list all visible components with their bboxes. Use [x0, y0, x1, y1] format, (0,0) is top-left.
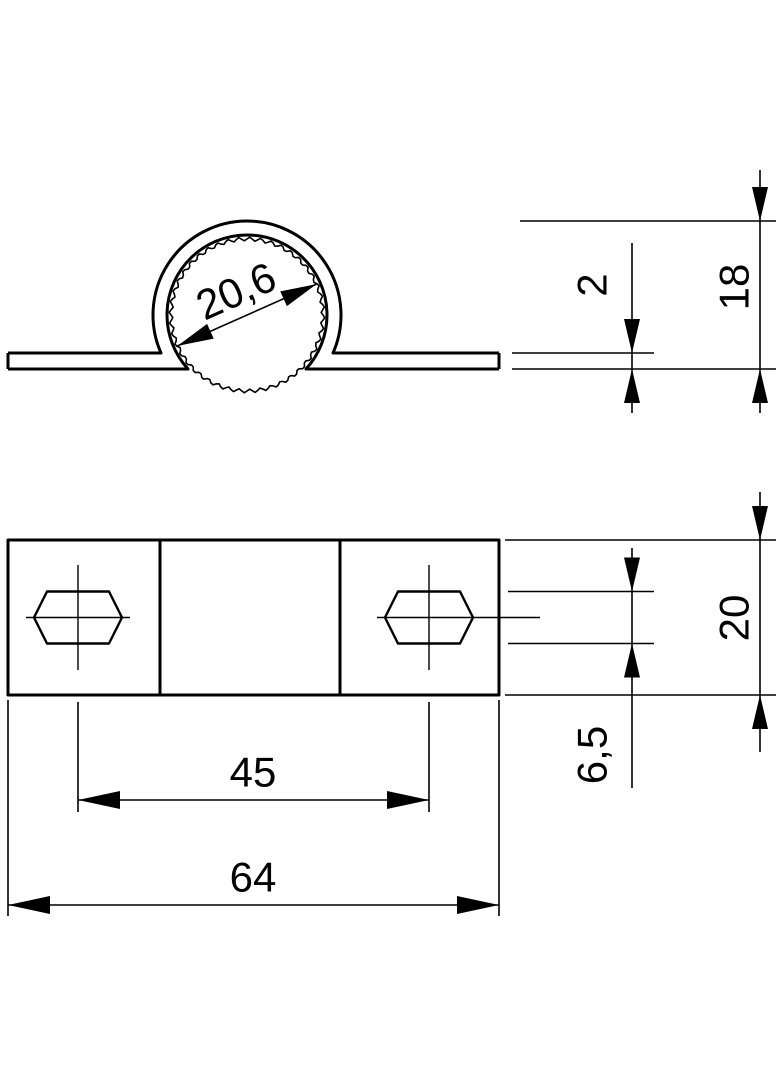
clamp-inner-profile: [8, 233, 499, 371]
slot-centerlines-right: [377, 565, 540, 670]
hole-spacing-label: 45: [230, 749, 277, 796]
plan-view-dimensions: 20 6,5 45 64: [7, 492, 776, 916]
arrowhead-icon: [752, 369, 768, 403]
arrowhead-icon: [624, 369, 640, 403]
height-label: 18: [711, 264, 758, 311]
height-dimension: 18: [711, 170, 768, 413]
arrowhead-icon: [752, 187, 768, 221]
width-label: 20: [711, 595, 758, 642]
overall-length-label: 64: [230, 854, 277, 901]
arrowhead-icon: [177, 323, 214, 346]
pipe-diameter-label: 20,6: [189, 253, 283, 329]
hole-spacing-dimension: 45: [77, 702, 430, 812]
slot-width-dimension: 6,5: [569, 548, 640, 788]
clamp-outer-profile: [8, 219, 499, 355]
bend-lines: [158, 540, 342, 695]
arrowhead-icon: [624, 643, 640, 678]
thickness-dimension: 2: [569, 243, 640, 413]
slot-centerlines-left: [26, 565, 130, 670]
arrowhead-icon: [624, 557, 640, 592]
clamp-end-caps: [6, 353, 501, 369]
side-view-dimensions: 2 18: [512, 170, 776, 413]
pipe-circle: [168, 236, 326, 394]
arrowhead-icon: [457, 896, 499, 914]
diameter-dimension: 20,6: [177, 253, 317, 347]
arrowhead-icon: [752, 695, 768, 729]
arrowhead-icon: [387, 791, 429, 809]
slot-width-label: 6,5: [569, 726, 616, 784]
arrowhead-icon: [752, 506, 768, 540]
arrowhead-icon: [280, 284, 317, 307]
arrowhead-icon: [8, 896, 50, 914]
side-view: 20,6: [6, 219, 501, 394]
plan-view: [6, 538, 540, 697]
arrowhead-icon: [78, 791, 120, 809]
arrowhead-icon: [624, 319, 640, 353]
overall-length-dimension: 64: [7, 700, 500, 916]
width-dimension: 20: [711, 492, 768, 752]
clamp-outline-rect: [6, 538, 501, 697]
thickness-label: 2: [569, 273, 616, 296]
